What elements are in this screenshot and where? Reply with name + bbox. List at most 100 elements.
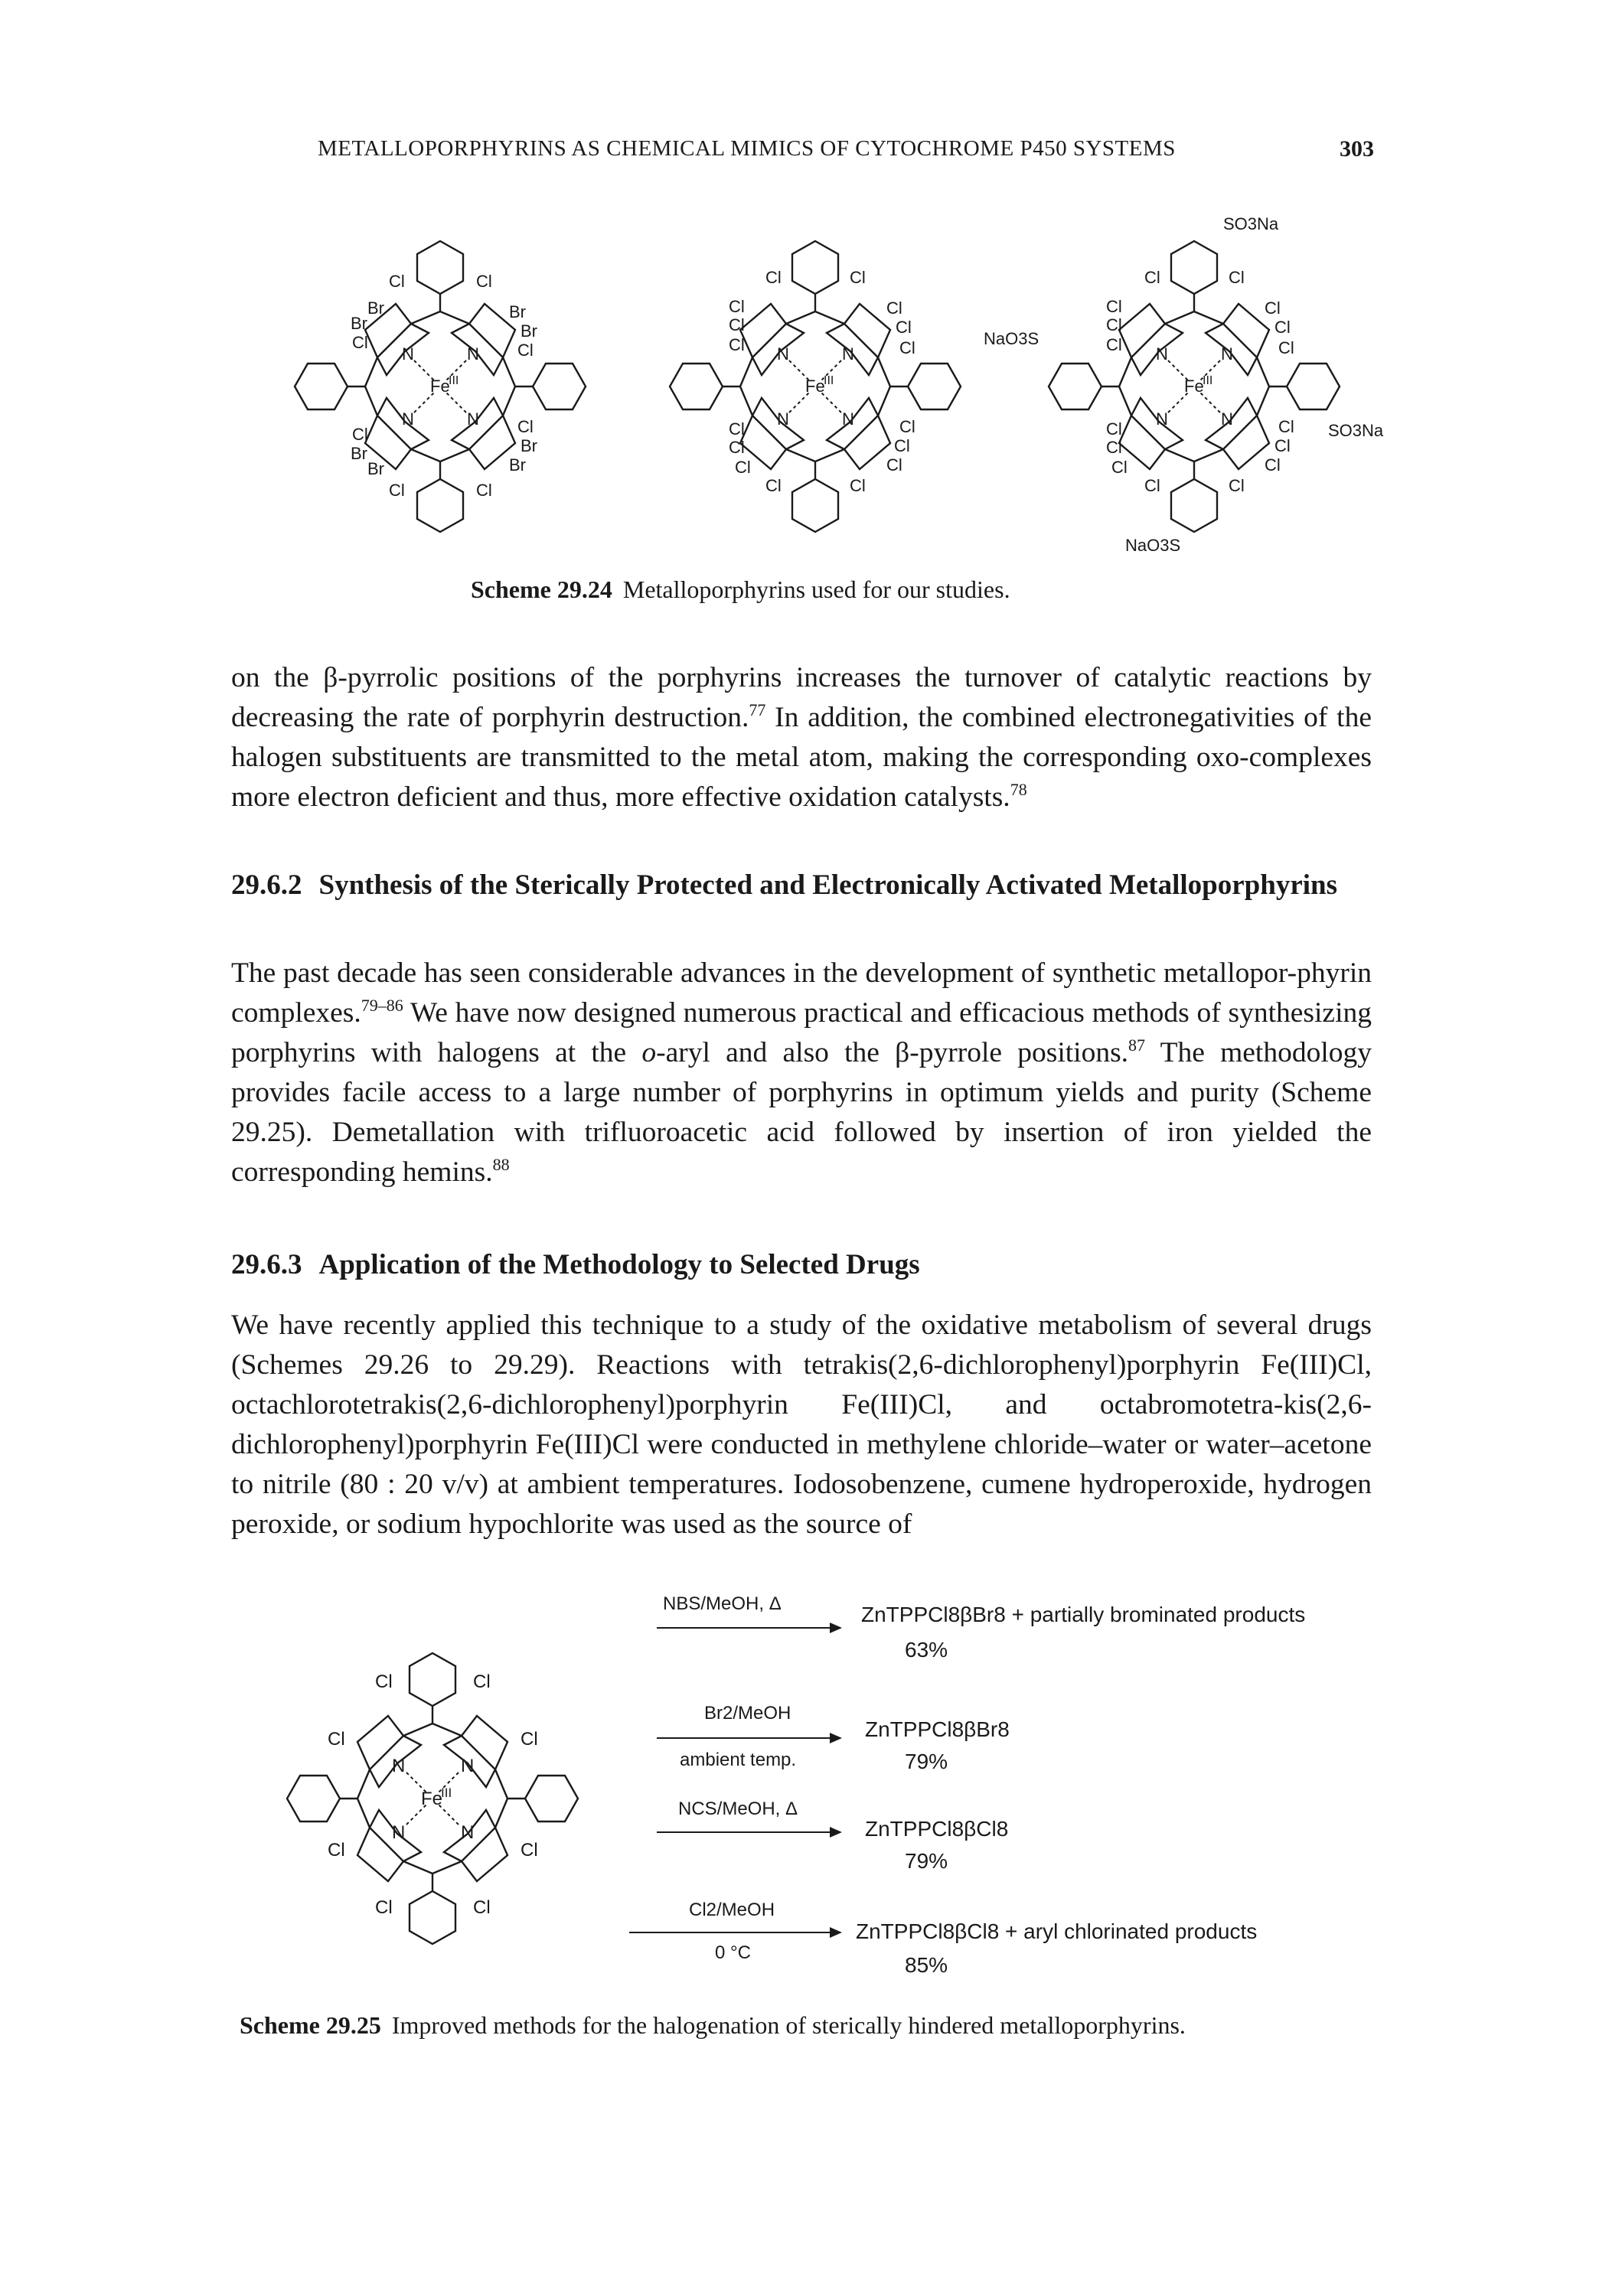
reference: 79–86 [361, 996, 403, 1015]
section-number: 29.6.2 [231, 869, 302, 901]
s3-aryl-cl: Cl [1229, 268, 1245, 287]
s2-beta-label: Cl [729, 315, 745, 334]
s2-beta-label: Cl [735, 458, 751, 477]
yield-label: 63% [905, 1638, 948, 1662]
s3-n: N [1156, 409, 1168, 429]
reference: 88 [492, 1155, 510, 1174]
s3-sulfonate: NaO3S [984, 329, 1039, 348]
reagent-label: Br2/MeOH [704, 1703, 791, 1724]
reagent-label: Cl2/MeOH [689, 1900, 775, 1920]
s1-beta-label: Br [509, 302, 526, 321]
s2-beta-label: Cl [894, 436, 910, 455]
reaction-arrow [657, 1623, 842, 1633]
s1-n: N [402, 344, 414, 364]
scheme-29-25-figure: Fe III N N N N Cl Cl Cl Cl Cl Cl Cl Cl N… [260, 1592, 1378, 2005]
s3-aryl-cl: Cl [1144, 268, 1160, 287]
s3-aryl-cl: Cl [1144, 476, 1160, 495]
caption-text: Metalloporphyrins used for our studies. [622, 576, 1010, 603]
s1-aryl-cl: Cl [389, 481, 405, 500]
caption-text: Improved methods for the halogenation of… [391, 2011, 1186, 2039]
s1-aryl-cl: Cl [476, 272, 492, 291]
start-center: Fe [421, 1789, 442, 1809]
start-n: N [392, 1822, 405, 1843]
product-label: ZnTPPCl8βCl8 + aryl chlorinated products [856, 1919, 1258, 1943]
s2-aryl-cl: Cl [899, 338, 915, 357]
s3-beta-label: Cl [1274, 436, 1291, 455]
s1-center: Fe [430, 377, 450, 396]
s2-aryl-cl: Cl [899, 417, 915, 436]
s1-beta-label: Br [351, 444, 367, 463]
condition-label: ambient temp. [680, 1750, 797, 1770]
s3-n: N [1156, 344, 1168, 364]
s1-aryl-cl: Cl [352, 425, 368, 444]
s1-n: N [467, 409, 479, 429]
s3-center: Fe [1184, 377, 1204, 396]
running-header: METALLOPORPHYRINS AS CHEMICAL MIMICS OF … [318, 136, 1374, 167]
s3-beta-label: Cl [1265, 298, 1281, 318]
section-heading-29-6-2: 29.6.2 Synthesis of the Sterically Protec… [231, 866, 1372, 905]
reference: 87 [1128, 1035, 1146, 1055]
s3-aryl-cl: Cl [1229, 476, 1245, 495]
s2-beta-label: Cl [886, 298, 902, 318]
s3-sulfonate: SO3Na [1328, 421, 1384, 440]
s2-n: N [842, 344, 854, 364]
s1-beta-label: Br [367, 298, 384, 318]
s3-aryl-cl: Cl [1106, 335, 1122, 354]
scheme-29-25-start-structure: Fe III N N N N Cl Cl Cl Cl Cl Cl Cl Cl [286, 1652, 579, 1945]
s1-aryl-cl: Cl [476, 481, 492, 500]
s3-beta-label: Cl [1106, 438, 1122, 457]
yield-label: 79% [905, 1849, 948, 1873]
s3-oxidation: III [1203, 374, 1212, 387]
start-cl: Cl [473, 1671, 491, 1692]
s1-beta-label: Br [521, 436, 537, 455]
reaction-arrow [657, 1733, 842, 1743]
s2-n: N [777, 344, 789, 364]
s2-center: Fe [805, 377, 825, 396]
s2-aryl-cl: Cl [729, 335, 745, 354]
s2-beta-label: Cl [729, 438, 745, 457]
s2-n: N [777, 409, 789, 429]
start-cl: Cl [375, 1671, 393, 1692]
body-paragraph-3: We have recently applied this technique … [231, 1309, 1372, 1540]
start-cl: Cl [521, 1729, 538, 1750]
scheme-29-24-structures: Fe III N N N N Br Br Br Br Br Br Br Br C… [293, 214, 1384, 555]
s2-oxidation: III [824, 374, 834, 387]
condition-label: 0 °C [715, 1942, 751, 1963]
s3-beta-label: Cl [1265, 455, 1281, 475]
s3-beta-label: Cl [1274, 318, 1291, 337]
caption-label: Scheme 29.24 [471, 576, 612, 603]
yield-label: 85% [905, 1953, 948, 1977]
s3-n: N [1221, 409, 1233, 429]
s3-beta-label: Cl [1106, 297, 1122, 316]
s1-beta-label: Br [351, 314, 367, 333]
s2-aryl-cl: Cl [765, 268, 782, 287]
s3-sulfonate: SO3Na [1223, 214, 1279, 233]
s1-aryl-cl: Cl [517, 417, 534, 436]
s3-sulfonate: NaO3S [1125, 536, 1180, 555]
section-title: Synthesis of the Sterically Protected an… [318, 869, 1338, 901]
body-paragraph-2: The past decade has seen considerable ad… [231, 957, 1372, 1188]
start-n: N [392, 1756, 405, 1776]
s3-n: N [1221, 344, 1233, 364]
start-cl: Cl [328, 1840, 345, 1861]
s2-aryl-cl: Cl [729, 419, 745, 439]
reference: 77 [749, 700, 766, 719]
s1-aryl-cl: Cl [389, 272, 405, 291]
reagent-label: NCS/MeOH, Δ [678, 1799, 798, 1819]
s1-n: N [467, 344, 479, 364]
s1-aryl-cl: Cl [352, 333, 368, 352]
reference: 78 [1010, 780, 1027, 799]
running-head: METALLOPORPHYRINS AS CHEMICAL MIMICS OF … [318, 136, 1176, 161]
s1-n: N [402, 409, 414, 429]
product-label: ZnTPPCl8βBr8 [865, 1717, 1010, 1741]
reagent-label: NBS/MeOH, Δ [663, 1593, 782, 1614]
reaction-arrow [657, 1827, 842, 1838]
s3-beta-label: Cl [1111, 458, 1128, 477]
start-cl: Cl [375, 1897, 393, 1918]
start-n: N [461, 1756, 474, 1776]
s1-aryl-cl: Cl [517, 341, 534, 360]
start-cl: Cl [473, 1897, 491, 1918]
product-label: ZnTPPCl8βCl8 [865, 1817, 1009, 1841]
start-cl: Cl [521, 1840, 538, 1861]
